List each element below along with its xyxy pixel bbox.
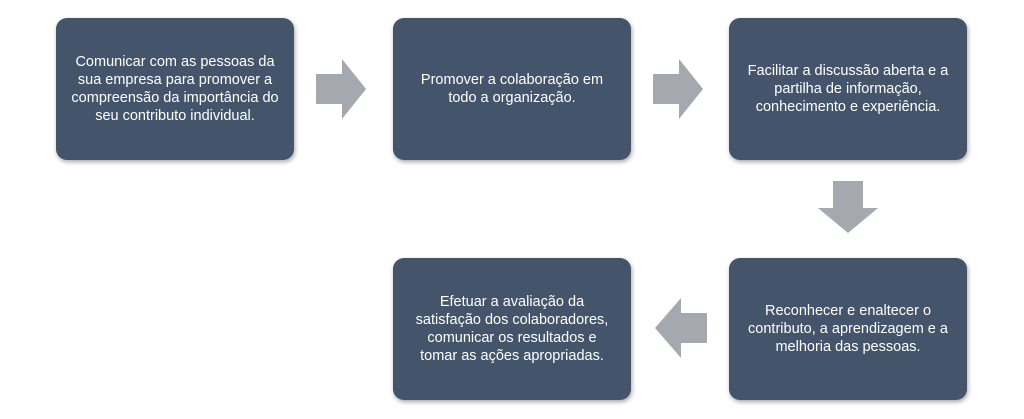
process-step-3-text: Facilitar a discussão aberta e a partilh… xyxy=(747,63,949,115)
process-step-1-text: Comunicar com as pessoas da sua empresa … xyxy=(71,54,279,124)
process-step-2: Promover a colaboração em todo a organiz… xyxy=(393,18,631,160)
process-step-5-text: Efetuar a avaliação da satisfação dos co… xyxy=(415,294,609,364)
process-step-2-text: Promover a colaboração em todo a organiz… xyxy=(420,72,604,106)
process-step-5: Efetuar a avaliação da satisfação dos co… xyxy=(393,258,631,400)
process-step-4: Reconhecer e enaltecer o contributo, a a… xyxy=(729,258,967,400)
arrow-right-icon xyxy=(316,59,366,119)
process-step-3: Facilitar a discussão aberta e a partilh… xyxy=(729,18,967,160)
process-step-4-text: Reconhecer e enaltecer o contributo, a a… xyxy=(748,303,948,355)
arrow-left-icon xyxy=(655,298,707,358)
process-step-1: Comunicar com as pessoas da sua empresa … xyxy=(56,18,294,160)
arrow-down-icon xyxy=(818,181,878,233)
arrow-right-icon xyxy=(653,59,703,119)
